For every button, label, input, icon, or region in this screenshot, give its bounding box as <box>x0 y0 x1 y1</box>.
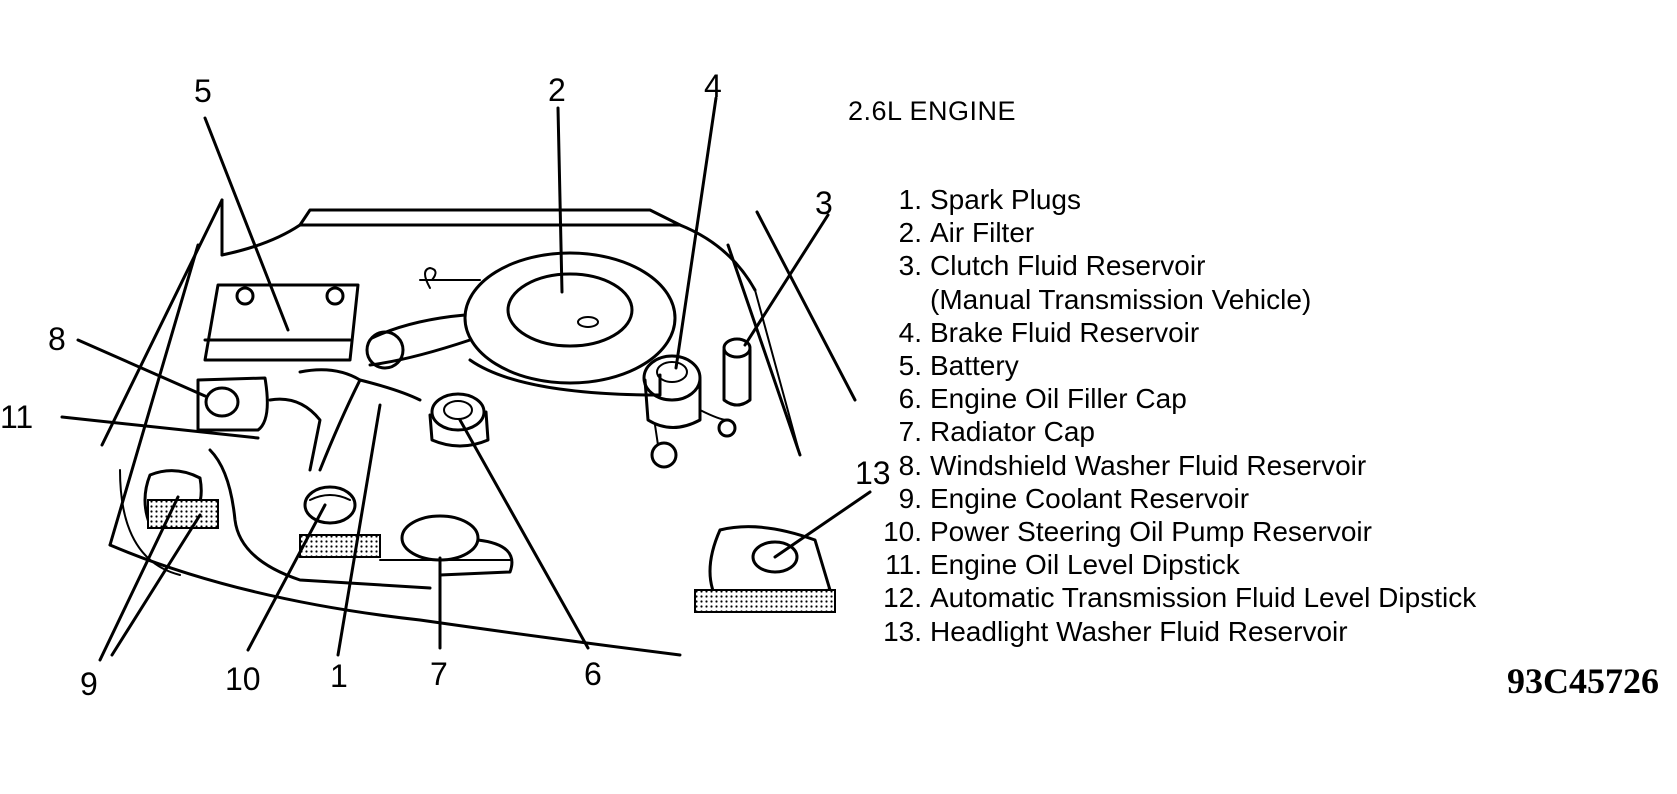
legend-text: Brake Fluid Reservoir <box>930 316 1200 348</box>
legend-number: 8. <box>898 449 922 481</box>
legend-text: Headlight Washer Fluid Reservoir <box>930 615 1348 647</box>
intake-hoses <box>268 368 422 472</box>
legend-text: Air Filter <box>930 217 1035 249</box>
figure-code: 93C45726 <box>1507 661 1659 701</box>
legend-item: 7.Radiator Cap <box>899 415 1476 448</box>
coolant-reservoir <box>143 448 432 590</box>
legend-number: 6. <box>898 383 922 415</box>
callout-6: 6 <box>584 656 602 692</box>
legend-item: 4.Brake Fluid Reservoir <box>899 316 1476 349</box>
washer-reservoir <box>196 376 269 432</box>
legend-item: 5.Battery <box>899 349 1476 382</box>
battery <box>203 283 360 362</box>
clutch-fluid-reservoir <box>699 337 752 438</box>
legend-number: 4. <box>898 316 922 348</box>
legend-number: 2. <box>898 217 922 249</box>
legend-text: Battery <box>930 350 1019 382</box>
legend-number: 11. <box>885 549 922 581</box>
diagram-title: 2.6L ENGINE <box>848 96 1017 126</box>
power-steering-reservoir <box>299 485 381 558</box>
engine-compartment-illustration: 5 2 4 3 8 11 13 9 10 1 7 6 <box>0 68 891 702</box>
legend-number: 9. <box>898 482 922 514</box>
component-legend: 1. Spark Plugs 2.Air Filter 3.Clutch Flui… <box>883 183 1477 648</box>
callout-2: 2 <box>548 72 566 108</box>
callout-labels: 5 2 4 3 8 11 13 9 10 1 7 6 <box>0 68 891 702</box>
legend-item: 6.Engine Oil Filler Cap <box>899 382 1476 415</box>
legend-text: Engine Oil Level Dipstick <box>930 549 1240 581</box>
callout-8: 8 <box>48 321 66 357</box>
legend-item: 8.Windshield Washer Fluid Reservoir <box>899 449 1476 482</box>
legend-item: 12.Automatic Transmission Fluid Level Di… <box>883 581 1477 614</box>
legend-number: 5. <box>898 350 922 382</box>
callout-1: 1 <box>330 658 348 694</box>
callout-3: 3 <box>815 185 833 221</box>
callout-10: 10 <box>225 661 261 697</box>
legend-text: Spark Plugs <box>930 184 1081 215</box>
leader-lines <box>60 96 872 662</box>
legend-text: Automatic Transmission Fluid Level Dipst… <box>930 582 1477 614</box>
legend-item: 1. Spark Plugs <box>899 183 1476 216</box>
legend-item: 2.Air Filter <box>899 216 1476 249</box>
callout-9: 9 <box>80 666 98 702</box>
legend-number: 3. <box>898 250 922 282</box>
legend-text: Engine Coolant Reservoir <box>930 482 1250 514</box>
oil-filler-cap <box>428 392 490 448</box>
callout-4: 4 <box>704 68 722 104</box>
legend-item: 9.Engine Coolant Reservoir <box>899 482 1476 515</box>
legend-text: Radiator Cap <box>930 416 1095 448</box>
legend-subtext: (Manual Transmission Vehicle) <box>930 283 1312 315</box>
callout-11: 11 <box>0 399 33 435</box>
legend-number: 13. <box>883 615 922 647</box>
legend-text: Windshield Washer Fluid Reservoir <box>930 449 1367 481</box>
legend-item: 13.Headlight Washer Fluid Reservoir <box>883 615 1476 648</box>
radiator-cap <box>379 514 514 577</box>
legend-item: 10.Power Steering Oil Pump Reservoir <box>883 515 1476 548</box>
callout-13: 13 <box>855 455 891 491</box>
compartment-outline <box>100 198 857 657</box>
brake-fluid-reservoir <box>642 354 702 469</box>
legend-text: Engine Oil Filler Cap <box>930 383 1187 415</box>
legend-text: Clutch Fluid Reservoir <box>930 250 1206 282</box>
callout-5: 5 <box>194 73 212 109</box>
legend-number: 12. <box>883 582 922 614</box>
legend-item: 3.Clutch Fluid Reservoir(Manual Transmis… <box>899 249 1476 315</box>
legend-text: Power Steering Oil Pump Reservoir <box>930 516 1372 548</box>
headlight-washer-reservoir <box>694 525 836 613</box>
legend-number: 1. <box>898 184 922 215</box>
callout-7: 7 <box>430 656 448 692</box>
air-filter <box>365 251 677 397</box>
legend-item: 11.Engine Oil Level Dipstick <box>885 548 1476 581</box>
legend-number: 10. <box>883 516 922 548</box>
legend-number: 7. <box>898 416 922 448</box>
